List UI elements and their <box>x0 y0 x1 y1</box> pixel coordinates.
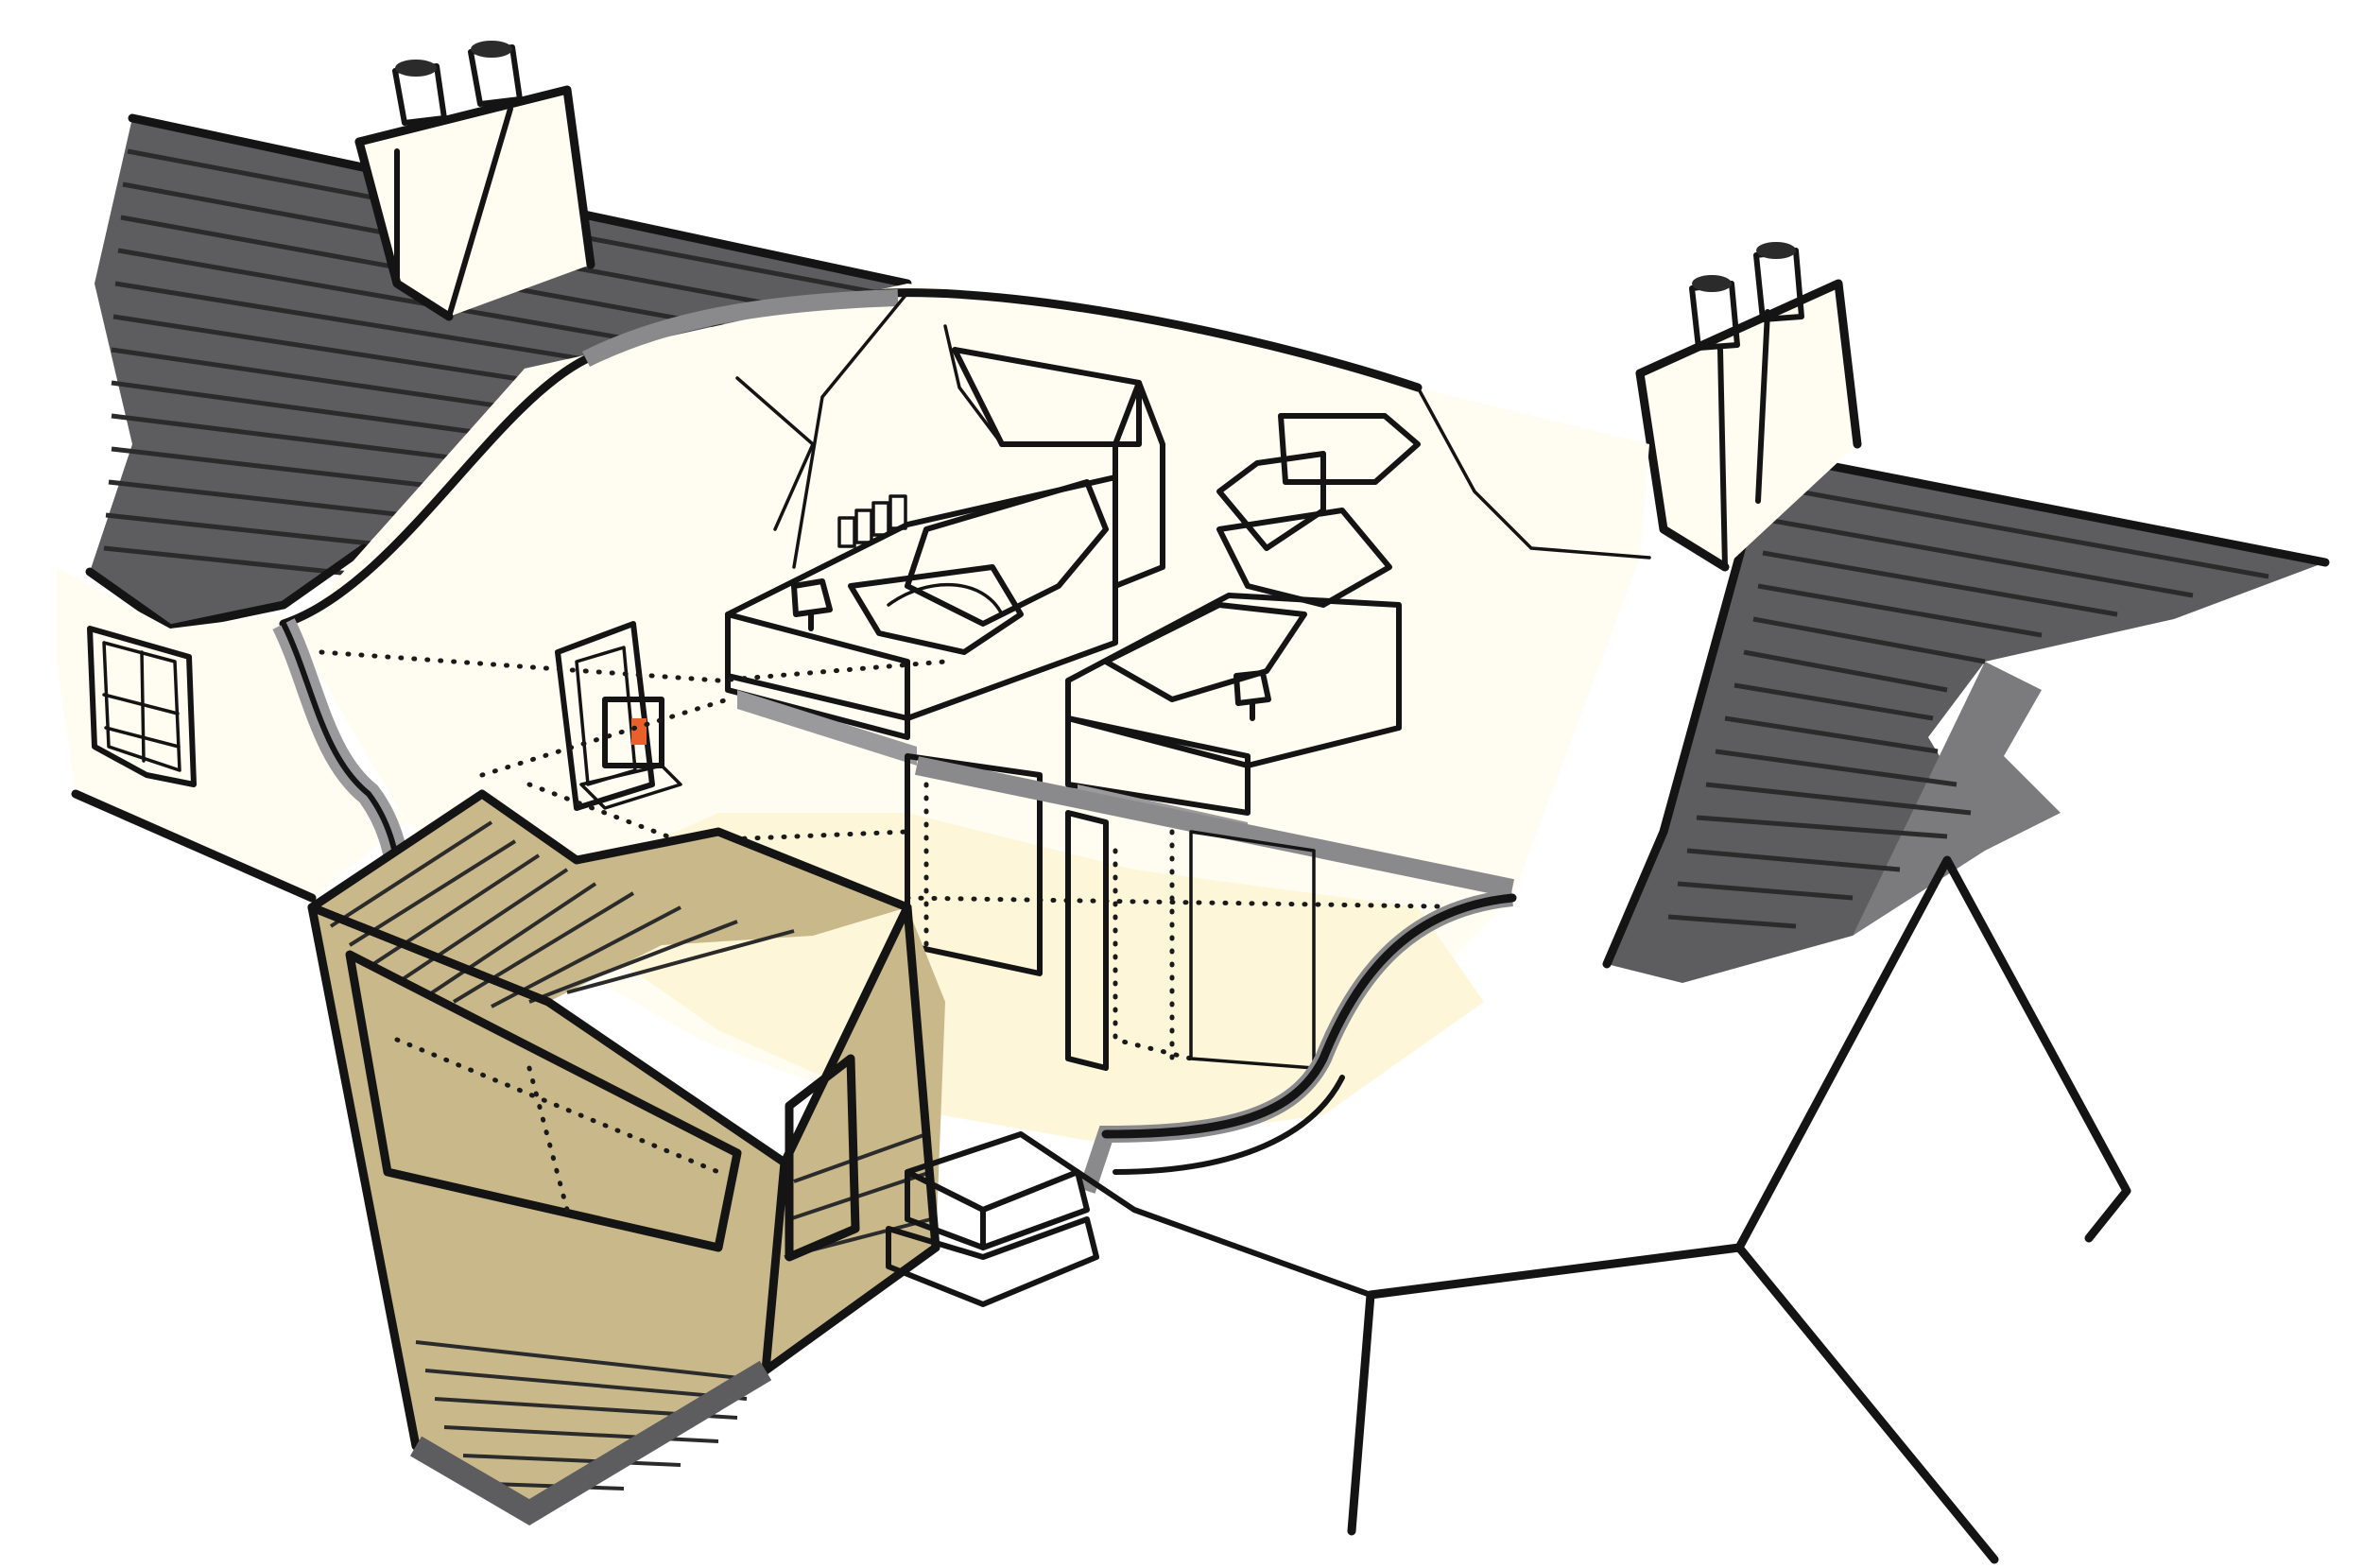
bed-1-duvet <box>848 564 1024 655</box>
doorway-frame <box>555 621 655 811</box>
left-roof-courses <box>103 148 880 577</box>
left-chimney <box>354 41 595 321</box>
right-chimney-pot-1 <box>1689 275 1740 351</box>
bed-1 <box>725 347 1165 766</box>
bed-1-headboard <box>952 347 1142 447</box>
left-gable-wall <box>57 567 406 903</box>
bed-1-pillow <box>905 479 1109 627</box>
left-roof <box>85 113 912 633</box>
wood-stove-icon <box>555 621 682 811</box>
left-chimney-pot-2 <box>468 41 523 107</box>
lamp-icon <box>791 578 833 631</box>
right-chimney-stack <box>1640 284 1857 567</box>
bed-2-headboard <box>1278 413 1421 485</box>
right-cut-edge <box>1078 889 1517 1194</box>
right-roof-shadow <box>1853 662 2061 936</box>
right-chimney-pot-2 <box>1753 242 1804 322</box>
books-icon <box>837 494 907 548</box>
left-wall-base <box>71 789 317 903</box>
left-wall-face <box>57 567 406 898</box>
neighbour-building-outline <box>1075 855 2131 1564</box>
extension-roof <box>312 794 907 1002</box>
right-roof <box>1602 449 2330 983</box>
left-chimney-stack <box>359 90 591 317</box>
left-roof-eave <box>85 543 369 633</box>
bed-2-duvet <box>1216 508 1392 608</box>
left-window <box>87 626 197 787</box>
left-chimney-pot-1 <box>392 60 447 126</box>
partition-walls <box>905 753 1515 1071</box>
bed-2-pillow <box>1103 602 1307 702</box>
right-chimney <box>1635 242 1862 572</box>
lamp-icon-2 <box>1233 670 1271 721</box>
right-roof-courses <box>1667 484 2269 929</box>
extension-glazing-front <box>345 950 742 1252</box>
timber-extension <box>307 789 945 1525</box>
